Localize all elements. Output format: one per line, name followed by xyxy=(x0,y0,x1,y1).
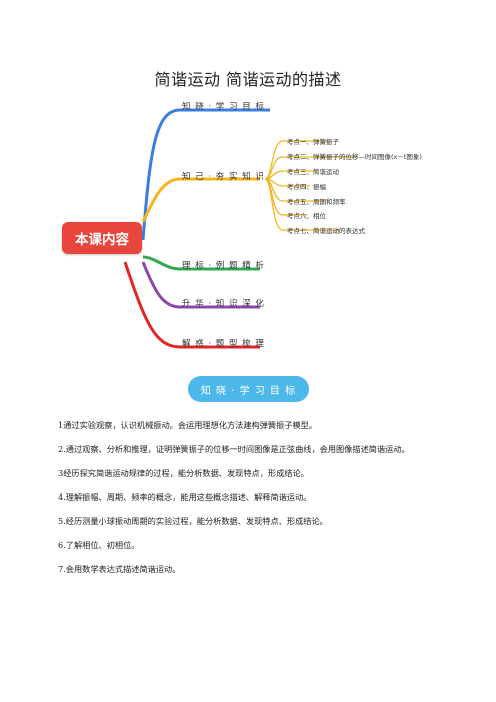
branch-line-examples xyxy=(142,255,260,271)
branch-label-knowledge: 知 己 · 夯 实 知 识 xyxy=(182,172,265,182)
branch-label-examples: 理 标 · 例 题 精 析 xyxy=(182,261,265,271)
branch-line-goals xyxy=(141,108,270,241)
subitem-label: 考点二、弹簧振子的位移—时间图像(x－t图象) xyxy=(287,153,422,161)
page-title: 简谐运动 简谐运动的描述 xyxy=(154,70,342,89)
subitem-label: 考点四、振幅 xyxy=(287,183,326,191)
subitem-label: 考点七、简谐运动的表达式 xyxy=(287,227,365,235)
section-pill-goals: 知 晓 · 学 习 目 标 xyxy=(188,376,309,402)
subitem-label: 考点一、弹簧振子 xyxy=(287,138,339,146)
mindmap-root: 本课内容 xyxy=(62,222,142,254)
list-item: 5.经历测量小球振动周期的实验过程，能分析数据、发现特点、形成结论。 xyxy=(58,516,328,526)
mindmap xyxy=(123,108,355,349)
branch-label-summary: 解 惑 · 题 型 梳 理 xyxy=(182,339,265,349)
learning-goals-list: 1通过实验观察，认识机械振动。会运用理想化方法建构弹簧振子模型。 2.通过观察、… xyxy=(58,418,443,586)
list-item: 6.了解相位、初相位。 xyxy=(58,540,140,550)
list-item: 4.理解振幅、周期、频率的概念，能用这些概念描述、解释简谐运动。 xyxy=(58,492,312,502)
subitem-label: 考点六、相位 xyxy=(287,212,326,220)
branch-line-knowledge xyxy=(141,177,260,223)
branch-label-deepen: 升 华 · 知 识 深 化 xyxy=(182,299,265,309)
branch-line-deepen xyxy=(141,261,260,309)
list-item: 7.会用数学表达式描述简谐运动。 xyxy=(58,564,181,574)
branch-label-goals: 知 晓 · 学 习 目 标 xyxy=(182,102,265,112)
list-item: 2.通过观察、分析和推理，证明弹簧振子的位移一时间图像是正弦曲线，会用图像描述简… xyxy=(58,444,410,454)
list-item: 3经历探究简谐运动规律的过程，能分析数据、发现特点，形成结论。 xyxy=(58,468,309,478)
branch-line-summary xyxy=(123,261,260,349)
sub-branch-lines xyxy=(264,140,355,231)
subitem-label: 考点三、简谐运动 xyxy=(287,168,339,176)
list-item: 1通过实验观察，认识机械振动。会运用理想化方法建构弹簧振子模型。 xyxy=(58,420,318,430)
subitem-label: 考点五、周期和频率 xyxy=(287,198,346,206)
